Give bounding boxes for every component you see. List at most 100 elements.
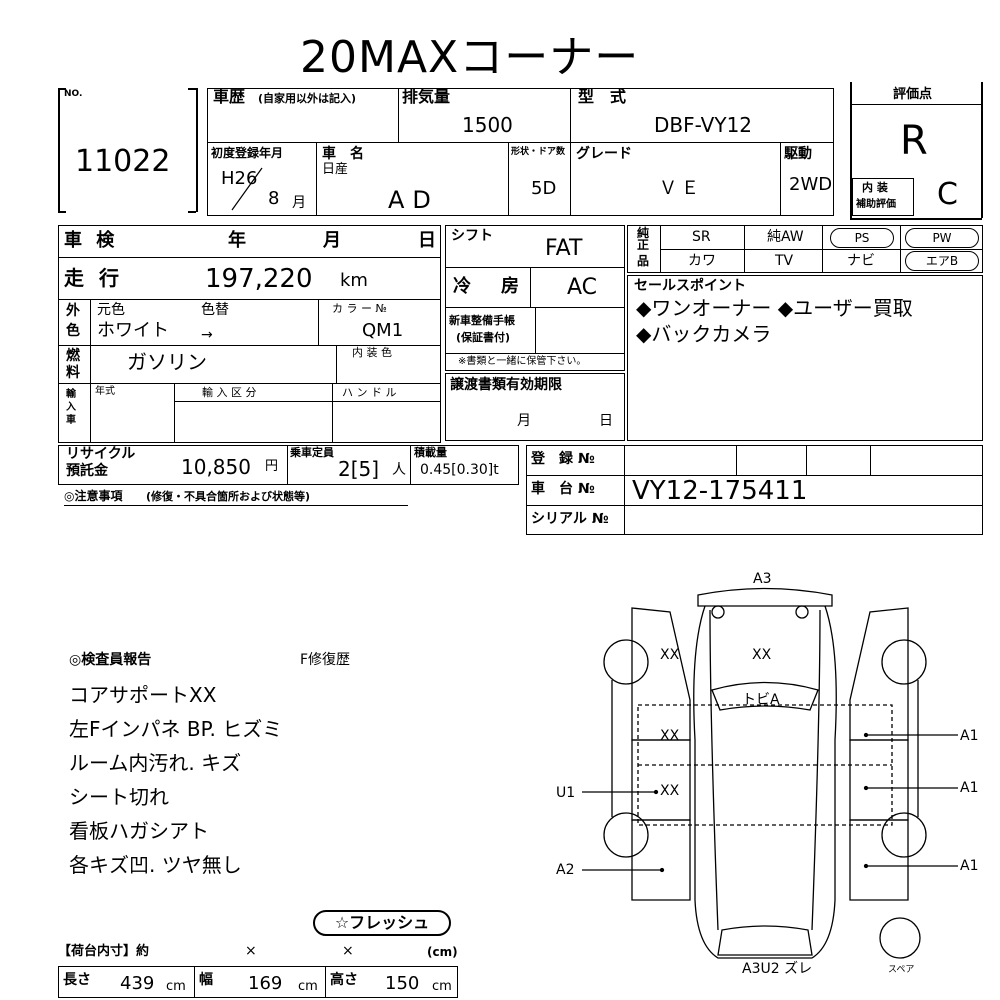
wheel-front-right <box>881 639 927 685</box>
score-value: R <box>900 118 928 164</box>
model-label: 型 式 <box>578 87 627 106</box>
shift-value: FAT <box>545 236 583 261</box>
diagram-top-label: A3 <box>753 571 772 587</box>
inspector-line-2: 左Fインパネ BP. ヒズミ <box>69 717 283 741</box>
chassis-no-value: VY12-175411 <box>632 476 808 506</box>
drive-value: 2WD <box>789 174 833 195</box>
history-label: 車歴 <box>213 87 246 106</box>
car-name-label: 車 名 <box>322 146 364 162</box>
import-year-label: 年式 <box>95 386 115 397</box>
cargo-width-unit: cm <box>298 979 318 994</box>
load-label: 積載量 <box>414 446 447 459</box>
diagram-front-center-xx: XX <box>752 647 772 663</box>
cargo-length: 439 <box>120 973 155 994</box>
equip-tv: TV <box>775 253 794 269</box>
cautions-label: ◎注意事項 <box>64 489 123 503</box>
sales-points-line-1: ◆ワンオーナー ◆ユーザー買取 <box>636 296 913 320</box>
history-note: (自家用以外は記入) <box>258 92 357 105</box>
sales-points-line-2: ◆バックカメラ <box>636 322 772 346</box>
reg-no-label: 登 録 № <box>531 451 595 467</box>
car-maker: 日産 <box>322 162 349 177</box>
cargo-height: 150 <box>385 973 420 994</box>
first-reg-year: H26 <box>221 168 258 189</box>
cargo-length-unit: cm <box>166 979 186 994</box>
recycle-label-1: リサイクル <box>66 446 136 462</box>
inspection-year: 年 <box>228 230 246 251</box>
first-reg-label: 初度登録年月 <box>211 146 284 160</box>
newcar-manual-label-2: (保証書付) <box>456 331 511 344</box>
cargo-times-1: × <box>245 943 257 959</box>
mileage-unit: km <box>340 270 368 291</box>
color-arrow: → <box>201 327 213 343</box>
capacity-value: 2[5] <box>338 457 380 481</box>
color-label-2: 色 <box>66 323 80 339</box>
vehicle-info-block <box>207 88 834 216</box>
cautions-note: (修復・不具合箇所および状態等) <box>146 490 311 503</box>
mileage-value: 197,220 <box>205 264 313 294</box>
load-value: 0.45[0.30]t <box>420 462 499 478</box>
first-reg-slash <box>231 167 263 211</box>
cargo-label: 【荷台内寸】約 <box>58 944 150 959</box>
lot-number: 11022 <box>75 144 171 179</box>
transfer-docs-day: 日 <box>599 413 613 429</box>
capacity-label: 乗車定員 <box>290 446 334 459</box>
cargo-height-label: 高さ <box>330 972 358 988</box>
diagram-low-xx: XX <box>660 783 680 799</box>
left-front-door <box>631 607 691 741</box>
shift-label: シフト <box>451 228 493 244</box>
mileage-label: 走 行 <box>64 266 123 290</box>
recycle-unit: 円 <box>265 459 279 474</box>
inspector-line-6: 各キズ凹. ツヤ無し <box>69 853 242 877</box>
diagram-front-left-xx: XX <box>660 647 680 663</box>
cargo-unit-label: (cm) <box>427 945 458 959</box>
inspector-line-3: ルーム内汚れ. キズ <box>69 751 242 775</box>
fuel-value: ガソリン <box>127 350 207 374</box>
left-quarter <box>631 819 691 901</box>
equip-navi: ナビ <box>847 253 875 269</box>
handle-label: ハ ン ド ル <box>342 386 397 399</box>
spare-tire-icon <box>879 917 921 959</box>
chassis-no-label: 車 台 № <box>531 481 595 497</box>
diagram-bottom-label: A3U2 ズレ <box>742 961 813 977</box>
transfer-docs-month: 月 <box>517 413 531 429</box>
equip-leather: カワ <box>688 253 716 269</box>
right-quarter <box>849 819 909 901</box>
color-code-value: QM1 <box>362 320 404 341</box>
equip-airbag: エアB <box>905 251 979 271</box>
left-side-line <box>709 609 719 931</box>
interior-label-1: 内 装 <box>862 181 888 194</box>
right-side-line <box>811 609 821 931</box>
capacity-unit: 人 <box>392 462 406 478</box>
color-label-1: 外 <box>66 303 80 319</box>
inspector-line-5: 看板ハガシアト <box>69 819 209 843</box>
diagram-right-a1-2: A1 <box>960 780 979 796</box>
body-label: 形状・ドア数 <box>511 147 566 157</box>
score-box <box>850 82 852 218</box>
grade-value: ＶＥ <box>659 178 703 199</box>
inspection-day: 日 <box>418 230 436 251</box>
shift-block <box>445 225 625 371</box>
ac-value: AC <box>567 275 598 300</box>
cargo-height-unit: cm <box>432 979 452 994</box>
diagram-left-a2: A2 <box>556 862 575 878</box>
transfer-docs-label: 譲渡書類有効期限 <box>450 377 562 393</box>
front-bumper-shape <box>697 587 833 607</box>
newcar-manual-label-1: 新車整備手帳 <box>449 314 515 327</box>
right-front-door <box>849 607 909 741</box>
cargo-width: 169 <box>248 973 283 994</box>
model-value: DBF-VY12 <box>654 113 753 137</box>
inspector-label: ◎検査員報告 <box>69 652 152 668</box>
wheel-front-left <box>603 639 649 685</box>
import-label: 輸入車 <box>66 389 76 426</box>
first-reg-month-unit: 月 <box>292 195 306 211</box>
diagram-spare-label: スペア <box>888 965 915 975</box>
rear-glass-shape <box>717 925 813 956</box>
orig-color-value: ホワイト <box>97 320 169 341</box>
repair-history: F修復歴 <box>300 652 351 668</box>
interior-score: C <box>937 177 958 212</box>
recycle-value: 10,850 <box>181 455 251 479</box>
diagram-mid-xx: XX <box>660 728 680 744</box>
wheel-rear-right <box>881 812 927 858</box>
equip-sr: SR <box>692 229 711 245</box>
page-title: 20MAXコーナー <box>300 32 640 83</box>
